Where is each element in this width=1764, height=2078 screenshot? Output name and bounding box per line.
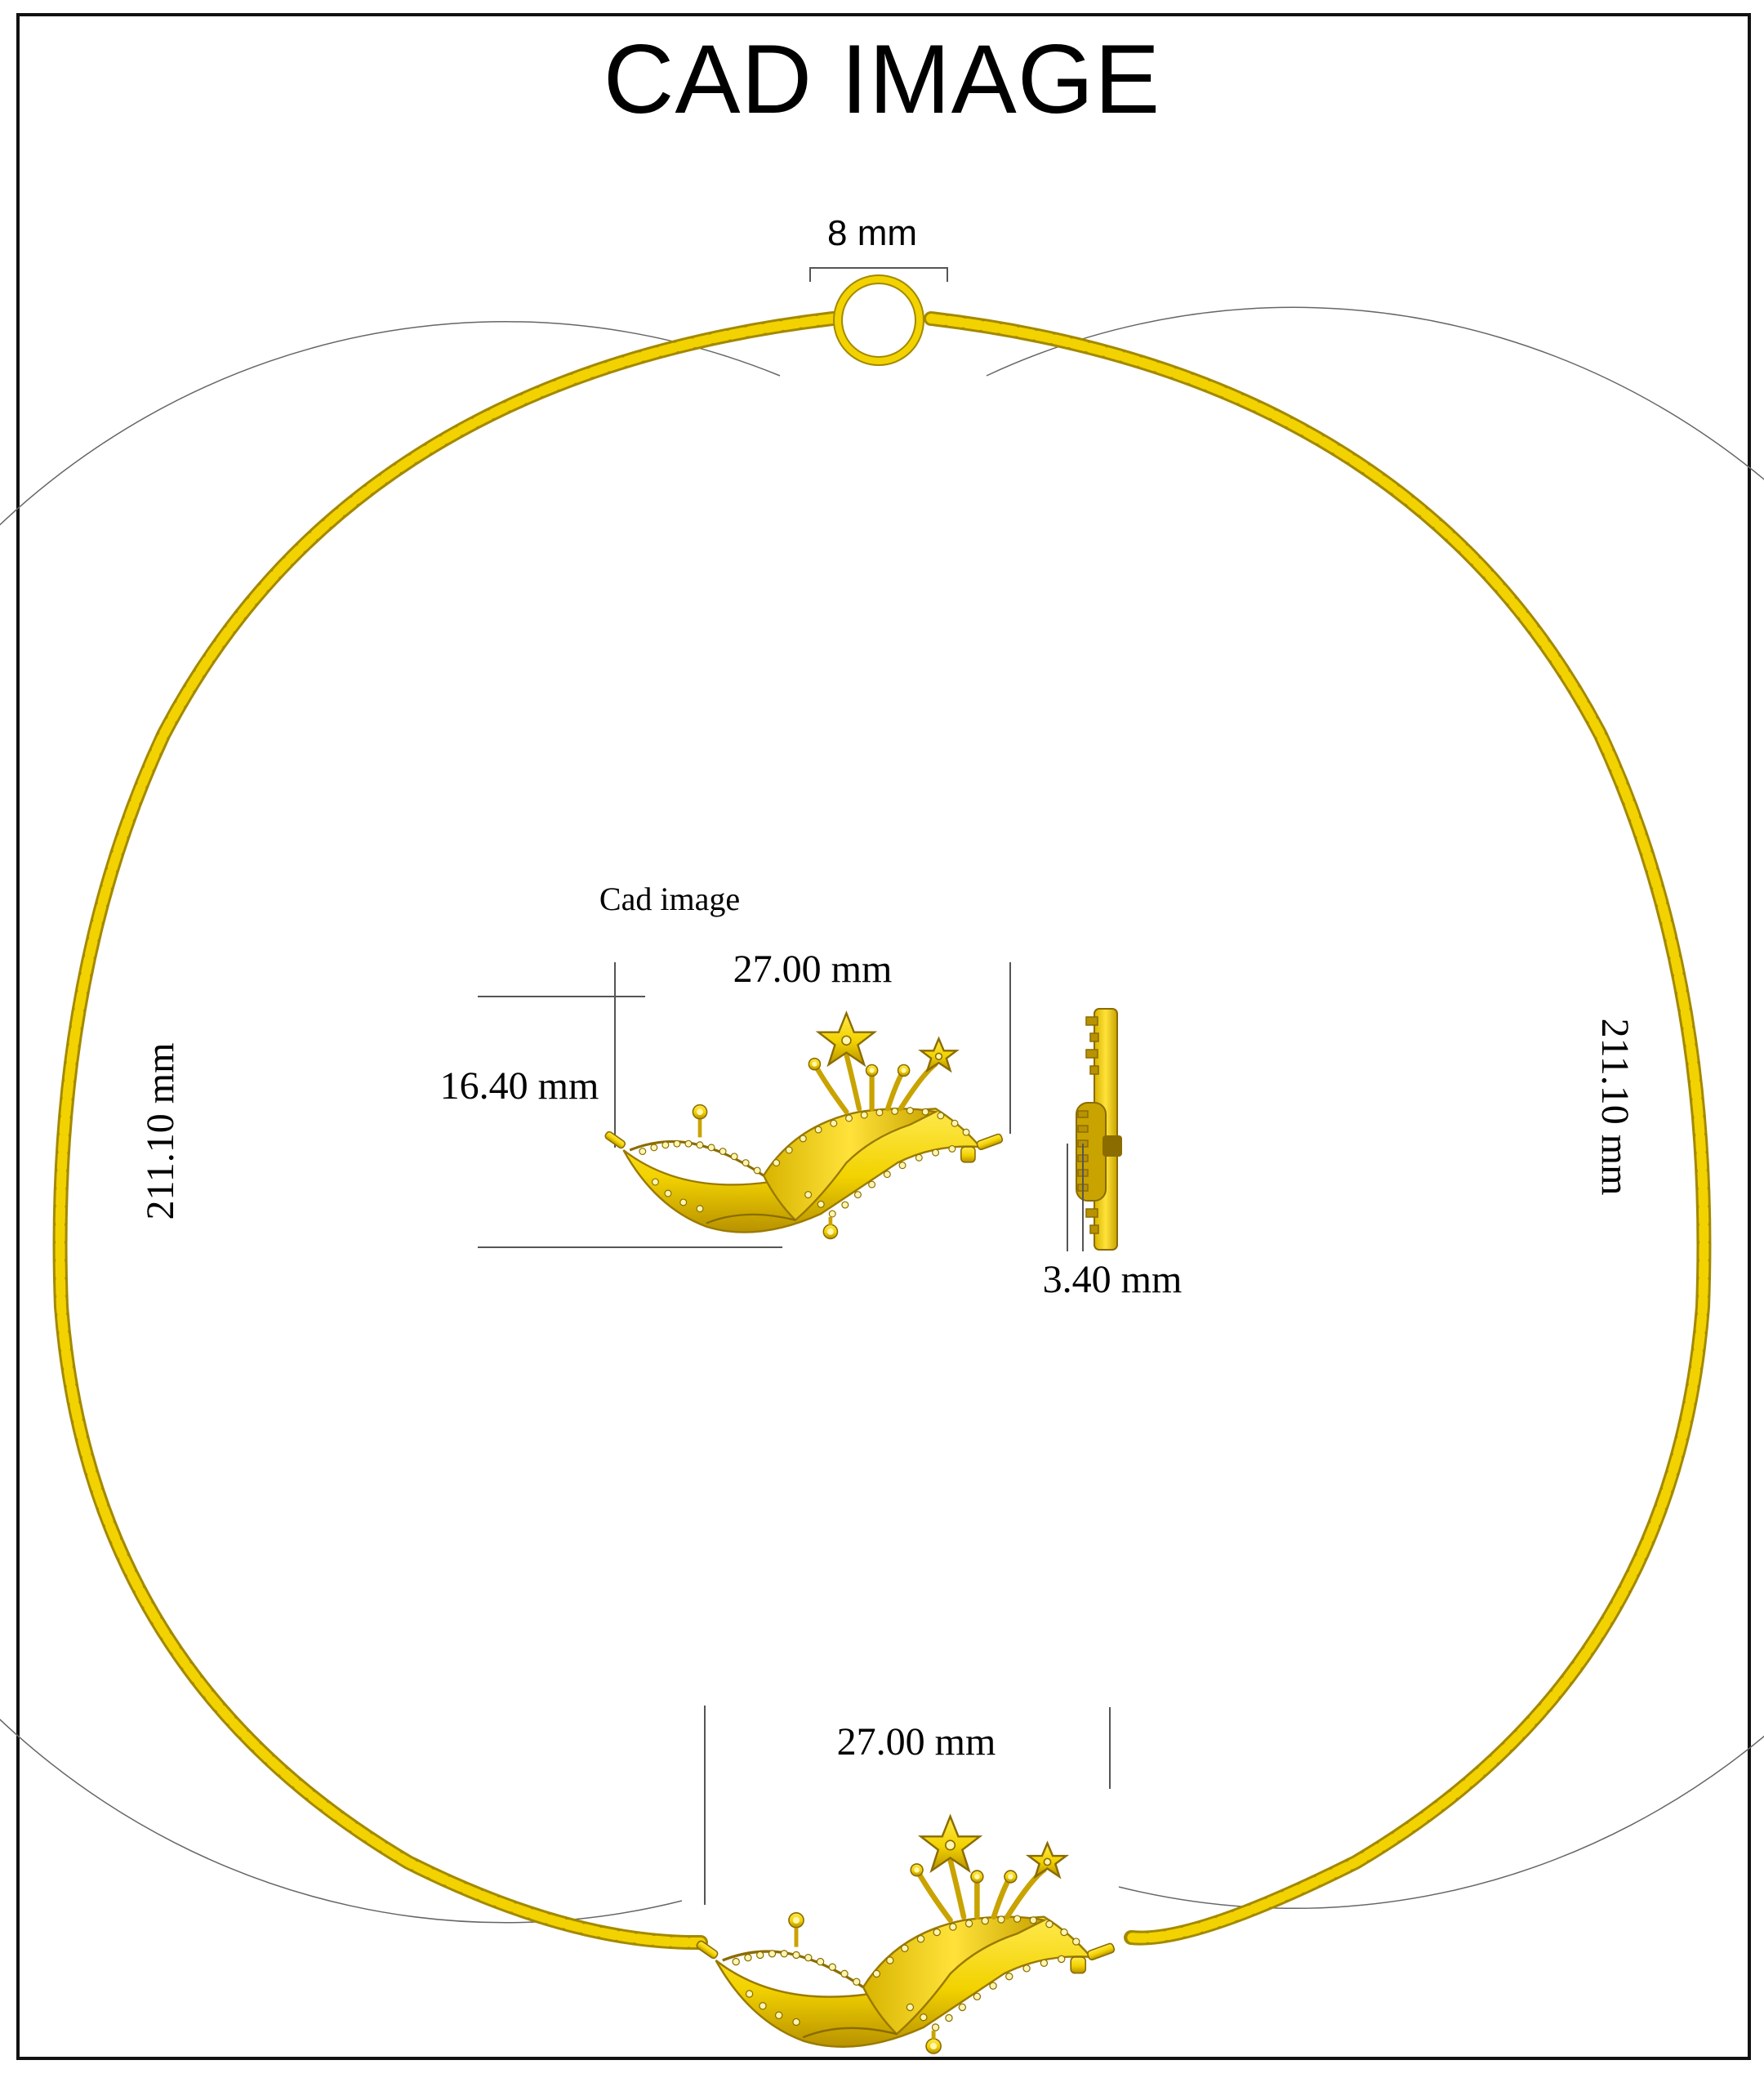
chain-right [926, 314, 1709, 1943]
page-title: CAD IMAGE [603, 25, 1161, 134]
sheet-border [16, 13, 1751, 2060]
chain-length-left-label: 211.10 mm [139, 1043, 182, 1220]
pendant-width-label: 27.00 mm [733, 948, 893, 991]
pendant-front-view [604, 1013, 1004, 1238]
guide-arc-left [0, 321, 781, 1924]
pendant-on-chain [696, 1817, 1116, 2053]
pendant-height-label: 16.40 mm [440, 1064, 599, 1108]
pendant-depth-label: 3.40 mm [1043, 1258, 1183, 1301]
clasp-ring [835, 276, 923, 364]
clasp-width-label: 8 mm [827, 213, 917, 253]
chain-right-shadow [924, 311, 1712, 1946]
chain-left [55, 314, 838, 1948]
cad-image-caption: Cad image [599, 881, 740, 917]
guide-arc-right [986, 306, 1764, 1910]
chain-length-right-label: 211.10 mm [1593, 1019, 1637, 1196]
bottom-pendant-width-label: 27.00 mm [837, 1720, 996, 1764]
clasp-dimension-bracket [809, 267, 948, 282]
